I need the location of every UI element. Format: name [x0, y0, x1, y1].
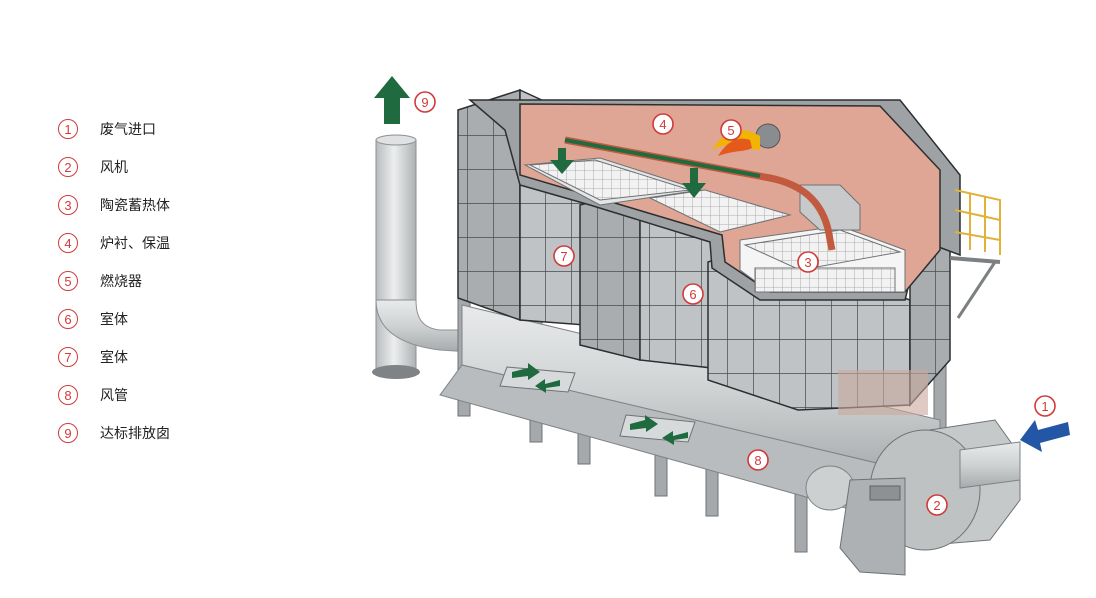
legend-item-3: 3 陶瓷蓄热体: [58, 186, 278, 224]
legend-number: 8: [58, 385, 78, 405]
legend-number: 4: [58, 233, 78, 253]
legend-label: 达标排放囱: [100, 426, 170, 442]
legend-item-8: 8 风管: [58, 376, 278, 414]
marker-4-label: 4: [659, 117, 666, 132]
burner: [712, 123, 781, 156]
legend-label: 燃烧器: [100, 274, 142, 290]
legend-label: 室体: [100, 312, 128, 328]
marker-7: 7: [553, 245, 575, 267]
exhaust-stack: [372, 134, 471, 379]
legend-item-4: 4 炉衬、保温: [58, 224, 278, 262]
combustion-chamber: [467, 99, 961, 301]
legend-number: 5: [58, 271, 78, 291]
legend-item-6: 6 室体: [58, 300, 278, 338]
legend-number: 7: [58, 347, 78, 367]
legend-item-9: 9 达标排放囱: [58, 414, 278, 452]
legend-item-7: 7 室体: [58, 338, 278, 376]
legend-label: 风管: [100, 388, 128, 404]
legend-label: 室体: [100, 350, 128, 366]
legend-number: 1: [58, 119, 78, 139]
marker-7-label: 7: [560, 249, 567, 264]
exhaust-arrow: [374, 76, 410, 124]
marker-5-label: 5: [727, 123, 734, 138]
marker-2: 2: [926, 494, 948, 516]
legend-label: 炉衬、保温: [100, 236, 170, 252]
marker-3-label: 3: [804, 255, 811, 270]
marker-8: 8: [747, 449, 769, 471]
legend: 1 废气进口 2 风机 3 陶瓷蓄热体 4 炉衬、保温 5 燃烧器 6 室体 7…: [58, 110, 278, 452]
legend-number: 3: [58, 195, 78, 215]
platform-railing: [949, 189, 1001, 319]
legend-item-2: 2 风机: [58, 148, 278, 186]
air-duct: [439, 304, 942, 513]
marker-6-label: 6: [689, 287, 696, 302]
legend-item-1: 1 废气进口: [58, 110, 278, 148]
legend-number: 2: [58, 157, 78, 177]
marker-5: 5: [720, 119, 742, 141]
marker-2-label: 2: [933, 498, 940, 513]
marker-8-label: 8: [754, 453, 761, 468]
fan: [839, 419, 1021, 576]
marker-1: 1: [1034, 395, 1056, 417]
marker-4: 4: [652, 113, 674, 135]
legend-number: 6: [58, 309, 78, 329]
legend-label: 废气进口: [100, 122, 156, 138]
marker-6: 6: [682, 283, 704, 305]
legend-item-5: 5 燃烧器: [58, 262, 278, 300]
legend-label: 陶瓷蓄热体: [100, 198, 170, 214]
marker-9-label: 9: [421, 95, 428, 110]
marker-9: 9: [414, 91, 436, 113]
legend-number: 9: [58, 423, 78, 443]
inlet-arrow: [1020, 420, 1070, 452]
marker-3: 3: [797, 251, 819, 273]
flow-arrows: [512, 148, 706, 445]
marker-1-label: 1: [1041, 399, 1048, 414]
legend-label: 风机: [100, 160, 128, 176]
